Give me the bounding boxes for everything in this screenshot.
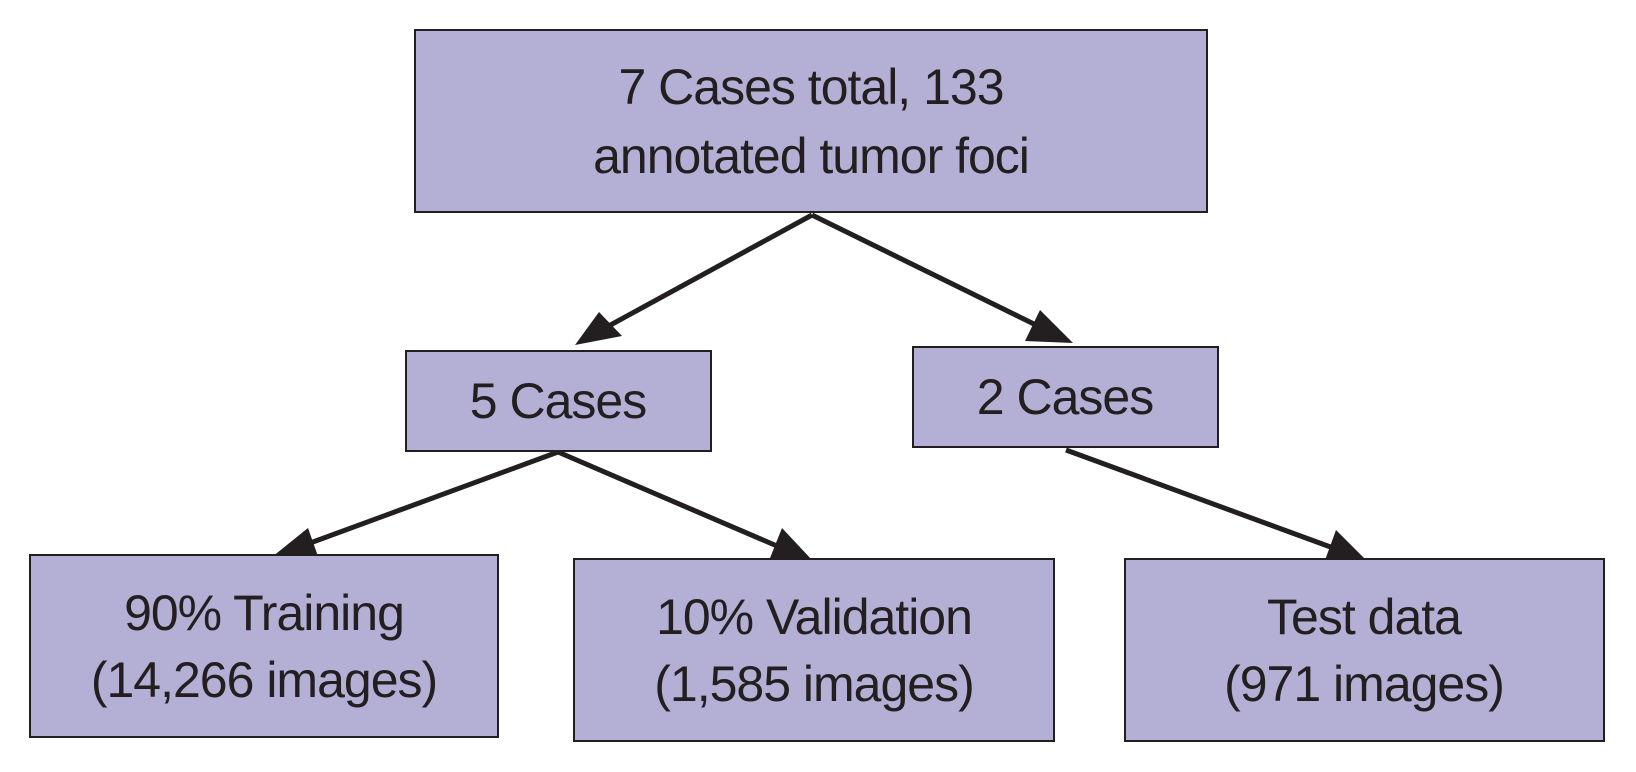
node-training: 90% Training (14,266 images) [29,554,499,738]
node-training-line2: (14,266 images) [91,652,437,708]
node-validation-line1: 10% Validation [656,589,972,645]
node-5-cases: 5 Cases [405,350,712,452]
node-test-data: Test data (971 images) [1124,558,1605,742]
node-all-cases-line1: 7 Cases total, 133 [618,59,1003,115]
node-test-data-line2: (971 images) [1224,656,1504,712]
arrow-root-to-2-cases [810,212,1073,343]
node-training-line1: 90% Training [124,585,404,641]
node-test-data-line1: Test data [1267,589,1462,645]
arrow-root-to-5-cases [575,212,814,345]
node-2-cases: 2 Cases [912,346,1219,448]
arrow-2-cases-to-test [1065,447,1366,563]
node-validation-line2: (1,585 images) [654,656,974,712]
node-all-cases-line2: annotated tumor foci [593,128,1029,184]
arrow-5-cases-to-training [272,449,559,562]
node-2-cases-label: 2 Cases [977,369,1153,425]
node-validation: 10% Validation (1,585 images) [573,558,1055,742]
node-all-cases: 7 Cases total, 133 annotated tumor foci [414,29,1208,213]
arrow-5-cases-to-validation [557,449,812,560]
node-5-cases-label: 5 Cases [470,373,646,429]
